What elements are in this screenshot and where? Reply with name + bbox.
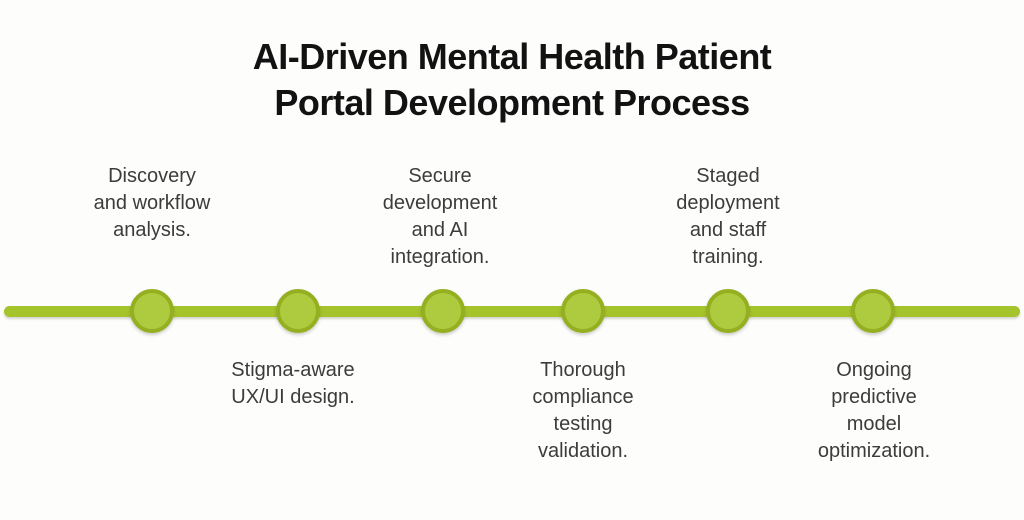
timeline-node-4 — [561, 289, 605, 333]
step-label-model-optimization: Ongoing predictive model optimization. — [817, 359, 931, 462]
step-label-secure-development: Secure development and AI integration. — [382, 165, 498, 268]
page-title: AI-Driven Mental Health Patient Portal D… — [0, 34, 1024, 126]
timeline-node-2 — [276, 289, 320, 333]
step-label-staged-deployment: Staged deployment and staff training. — [676, 165, 780, 268]
timeline-node-6 — [851, 289, 895, 333]
page-title-line-1: AI-Driven Mental Health Patient — [252, 36, 772, 77]
page-title-line-2: Portal Development Process — [274, 82, 750, 123]
timeline-node-1 — [130, 289, 174, 333]
step-label-compliance-testing: Thorough compliance testing validation. — [532, 359, 634, 462]
timeline-node-3 — [421, 289, 465, 333]
timeline-line — [4, 306, 1020, 317]
step-label-discovery: Discovery and workflow analysis. — [93, 165, 211, 241]
timeline-node-5 — [706, 289, 750, 333]
step-label-stigma-aware-design: Stigma-aware UX/UI design. — [231, 359, 355, 408]
